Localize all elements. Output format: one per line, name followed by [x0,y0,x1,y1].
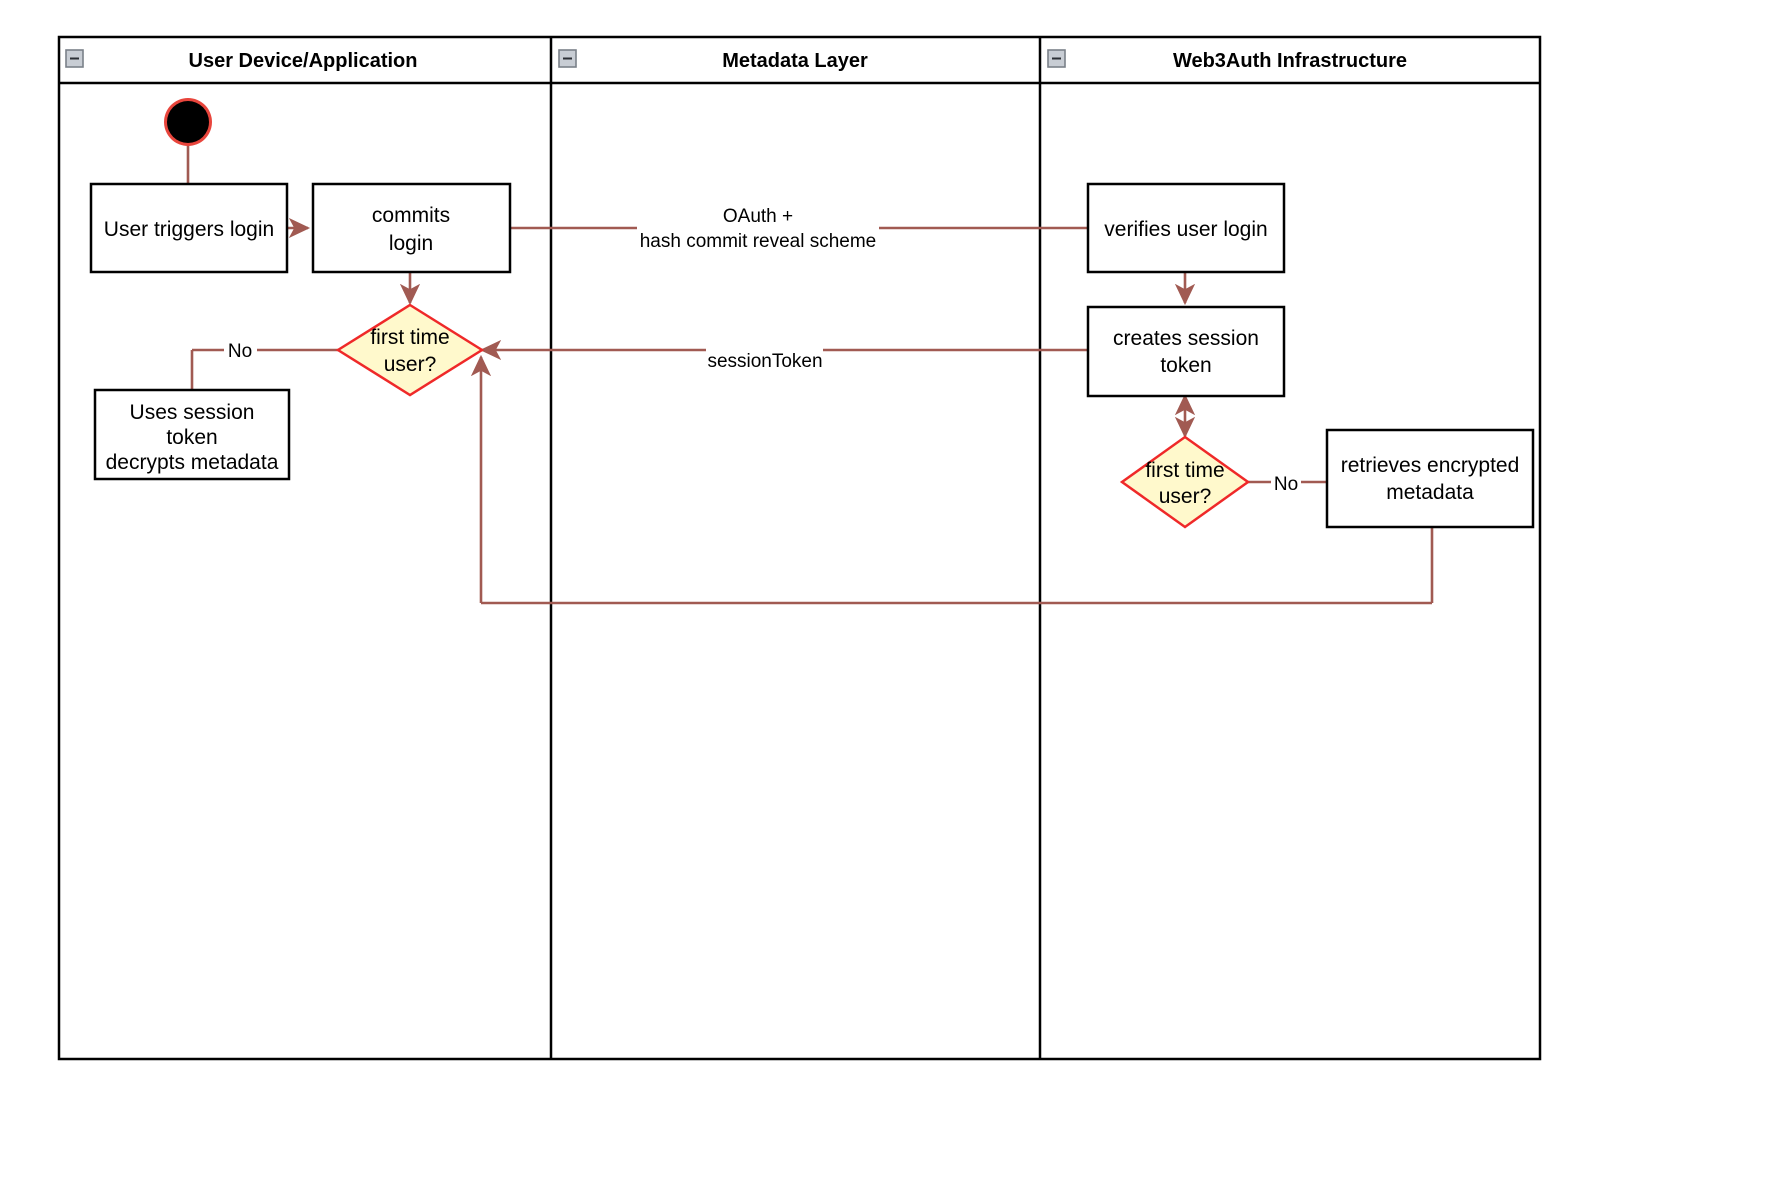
collapse-minus-icon[interactable] [558,49,577,68]
node-label-line1: commits [372,204,450,227]
node-start[interactable] [164,98,212,146]
node-label-line1: retrieves encrypted [1341,454,1520,477]
lane-header-metadata: Metadata Layer [558,49,868,72]
node-label-line2: metadata [1386,481,1474,504]
node-user-triggers-login[interactable]: User triggers login [89,182,289,274]
node-label-line2: token [1160,354,1211,377]
lane-title-metadata: Metadata Layer [722,50,868,72]
node-retrieves-encrypted-metadata[interactable]: retrieves encrypted metadata [1325,428,1535,529]
edge-labels: OAuth + hash commit reveal scheme sessio… [228,206,1298,495]
node-creates-session-token[interactable]: creates session token [1086,305,1286,398]
node-label-line1: Uses session [130,401,255,424]
node-label: User triggers login [104,218,274,241]
node-verifies-user-login[interactable]: verifies user login [1086,182,1286,274]
node-label-line1: first time [370,326,449,349]
lane-header-web3auth: Web3Auth Infrastructure [1047,49,1407,72]
node-label-line2: user? [384,353,437,376]
node-label-line1: first time [1145,459,1224,482]
lane-title-web3auth: Web3Auth Infrastructure [1173,50,1407,72]
node-label-line3: decrypts metadata [106,451,279,474]
collapse-minus-icon[interactable] [1047,49,1066,68]
node-commits-login[interactable]: commits login [311,182,512,274]
node-label: verifies user login [1104,218,1267,241]
collapse-minus-icon[interactable] [65,49,84,68]
node-label-line2: login [389,232,433,255]
lane-header-user-device: User Device/Application [65,49,418,72]
node-decision-first-time-user-right[interactable]: first time user? [1119,435,1251,529]
node-decision-first-time-user-left[interactable]: first time user? [335,303,485,397]
edge-label-no-right: No [1274,474,1298,495]
lane-title-user-device: User Device/Application [189,50,418,72]
edge-label-oauth-line2: hash commit reveal scheme [640,231,877,252]
edges [186,145,1434,605]
edge-label-no-left: No [228,341,252,362]
node-label-line1: creates session [1113,327,1259,350]
node-label-line2: token [166,426,217,449]
node-label-line2: user? [1159,485,1212,508]
edge-label-session-token: sessionToken [707,351,822,372]
edge-label-oauth-line1: OAuth + [723,206,793,227]
swimlane-frame [57,35,1542,1061]
node-uses-session-token[interactable]: Uses session token decrypts metadata [93,388,291,481]
